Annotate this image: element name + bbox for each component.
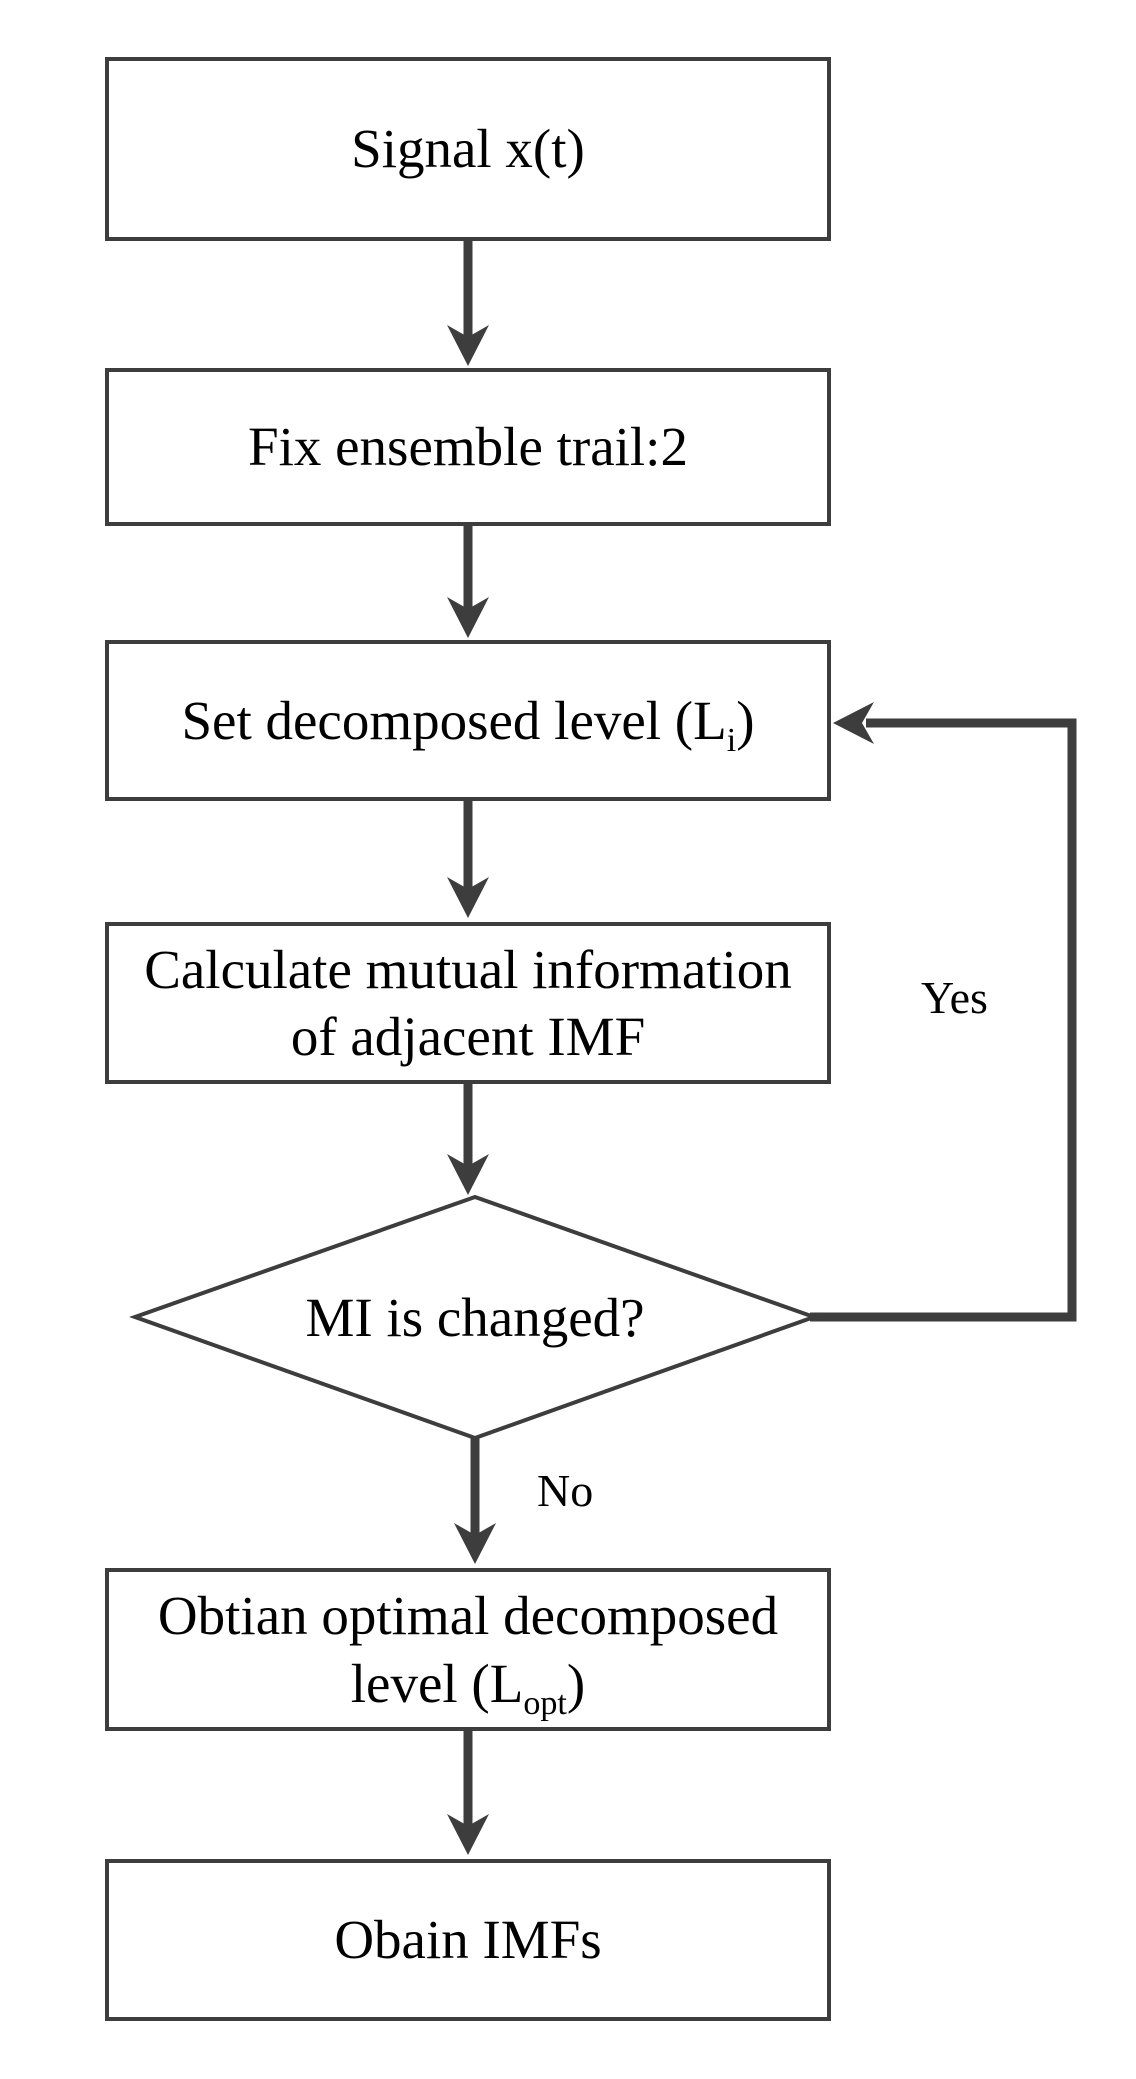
- node-optimal-level-text: level (L: [350, 1652, 524, 1714]
- node-optimal-level-subscript: opt: [523, 1684, 567, 1722]
- node-fix-ensemble: Fix ensemble trail:2: [105, 368, 831, 526]
- node-set-level-subscript: i: [726, 721, 737, 759]
- node-calc-mi: Calculate mutual information of adjacent…: [105, 922, 831, 1084]
- node-decision-label: MI is changed?: [305, 1287, 645, 1348]
- node-obtain-imfs: Obain IMFs: [105, 1859, 831, 2021]
- node-set-level-label: Set decomposed level (Li): [181, 687, 755, 758]
- edge-label-no: No: [537, 1465, 594, 1516]
- node-optimal-level-line1: Obtian optimal decomposed: [157, 1585, 779, 1647]
- edge-label-yes: Yes: [921, 972, 988, 1023]
- edge-calc-to-decision: [447, 1084, 489, 1195]
- node-optimal-level-line2: level (Lopt): [350, 1650, 586, 1721]
- edge-line: [810, 718, 1077, 1322]
- edge-yes-loop: [810, 702, 1077, 1322]
- node-set-level-close: ): [736, 689, 755, 751]
- decision-diamond-shape: [129, 1194, 820, 1441]
- edge-signal-to-fix: [447, 240, 489, 366]
- arrow-down-icon: [447, 1814, 489, 1855]
- arrow-down-icon: [447, 877, 489, 918]
- node-fix-ensemble-label: Fix ensemble trail:2: [248, 416, 688, 478]
- node-obtain-imfs-label: Obain IMFs: [334, 1909, 602, 1971]
- node-optimal-level-close: ): [566, 1652, 586, 1714]
- node-calc-mi-line2: of adjacent IMF: [290, 1006, 646, 1067]
- arrow-down-icon: [454, 1523, 496, 1564]
- node-decision: MI is changed?: [135, 1197, 815, 1438]
- edge-optimal-to-imfs: [447, 1731, 489, 1855]
- node-signal: Signal x(t): [105, 57, 831, 241]
- arrow-left-icon: [833, 702, 874, 744]
- arrow-down-icon: [447, 325, 489, 366]
- edge-fix-to-setlevel: [447, 526, 489, 638]
- arrow-down-icon: [447, 597, 489, 638]
- node-calc-mi-line1: Calculate mutual information: [144, 938, 792, 1000]
- edge-setlevel-to-calc: [447, 801, 489, 918]
- node-optimal-level: Obtian optimal decomposed level (Lopt): [105, 1568, 831, 1731]
- node-set-level: Set decomposed level (Li): [105, 640, 831, 801]
- node-set-level-text: Set decomposed level (L: [181, 689, 727, 751]
- node-signal-label: Signal x(t): [351, 118, 585, 180]
- arrow-down-icon: [447, 1154, 489, 1195]
- edge-no-to-optimal: [454, 1438, 496, 1564]
